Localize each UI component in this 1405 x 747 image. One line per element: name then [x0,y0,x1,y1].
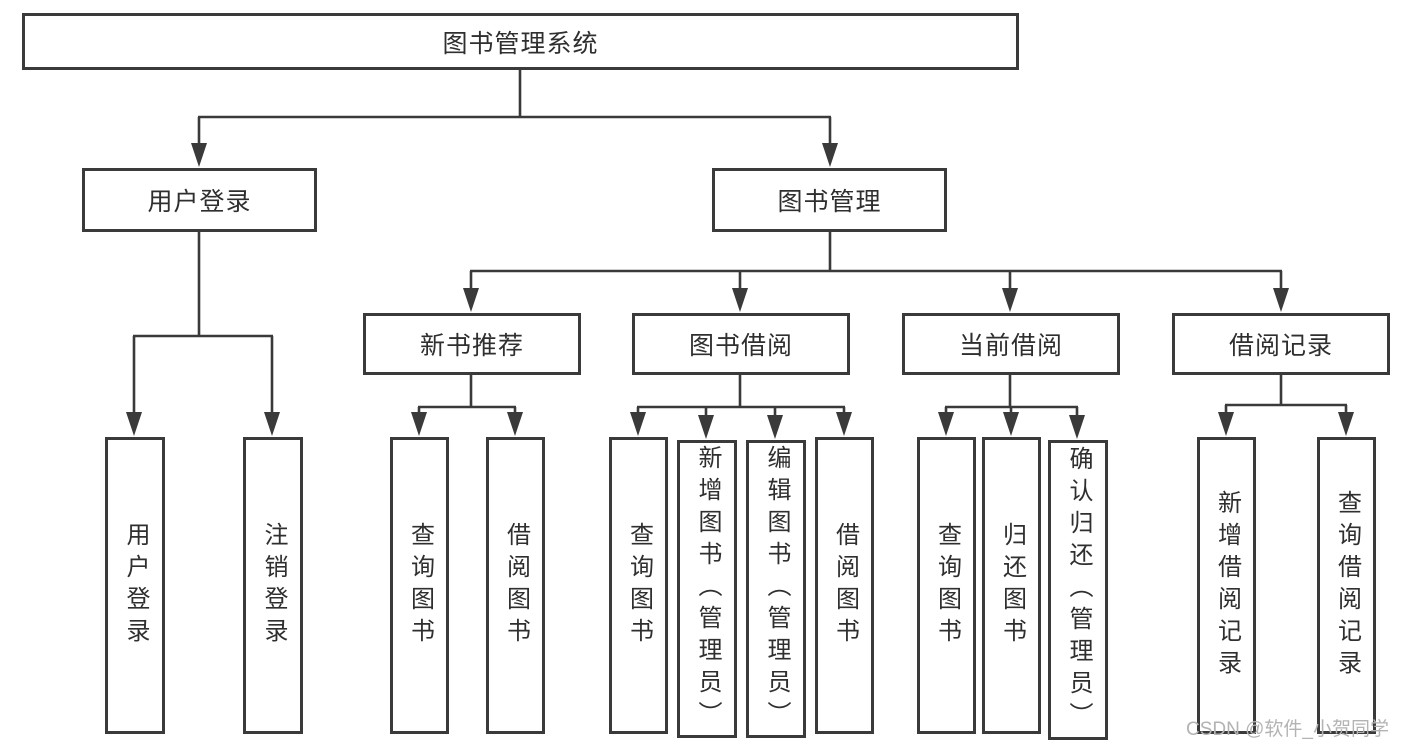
leaf-borrow-edit-books-admin: 编辑图书（管理员） [746,440,806,738]
leaf-label: 注销登录 [260,521,287,650]
node-label: 用户登录 [147,188,252,216]
watermark: CSDN @软件_小贺同学 [1186,719,1389,740]
leaf-user-login: 用户登录 [105,437,165,734]
leaf-label: 借阅图书 [831,521,859,650]
leaf-logout: 注销登录 [243,437,303,734]
leaf-current-query-books: 查询图书 [917,437,976,734]
leaf-current-return-books: 归还图书 [982,437,1041,734]
node-root: 图书管理系统 [22,13,1019,70]
node-label: 新书推荐 [419,332,524,360]
node-label: 图书管理系统 [442,29,599,58]
leaf-label: 新增借阅记录 [1213,489,1241,682]
leaf-newbook-query-books: 查询图书 [390,437,449,734]
node-borrow-records: 借阅记录 [1172,313,1390,375]
node-user-login: 用户登录 [82,168,317,232]
leaf-label: 查询图书 [933,521,961,650]
node-book-borrow: 图书借阅 [632,313,850,375]
leaf-label: 编辑图书（管理员） [763,445,790,733]
leaf-label: 确认归还（管理员） [1065,446,1092,734]
leaf-label: 借阅图书 [502,521,530,650]
leaf-borrow-borrow-books: 借阅图书 [815,437,874,734]
leaf-record-query: 查询借阅记录 [1317,437,1376,734]
node-book-management: 图书管理 [712,168,947,232]
node-label: 图书借阅 [688,332,793,360]
leaf-label: 查询借阅记录 [1333,489,1361,682]
leaf-borrow-add-books-admin: 新增图书（管理员） [677,440,737,738]
node-current-borrow: 当前借阅 [902,313,1120,375]
node-label: 借阅记录 [1228,332,1333,360]
leaf-label: 归还图书 [998,521,1026,650]
leaf-newbook-borrow-books: 借阅图书 [486,437,545,734]
leaf-label: 查询图书 [625,521,653,650]
leaf-current-confirm-return-admin: 确认归还（管理员） [1048,440,1108,740]
leaf-borrow-query-books: 查询图书 [609,437,668,734]
leaf-label: 查询图书 [406,521,434,650]
leaf-label: 用户登录 [122,521,149,650]
leaf-record-add: 新增借阅记录 [1197,437,1256,734]
node-label: 图书管理 [777,188,882,216]
node-label: 当前借阅 [958,332,1063,360]
node-new-book-recommend: 新书推荐 [363,313,581,375]
leaf-label: 新增图书（管理员） [694,445,721,733]
